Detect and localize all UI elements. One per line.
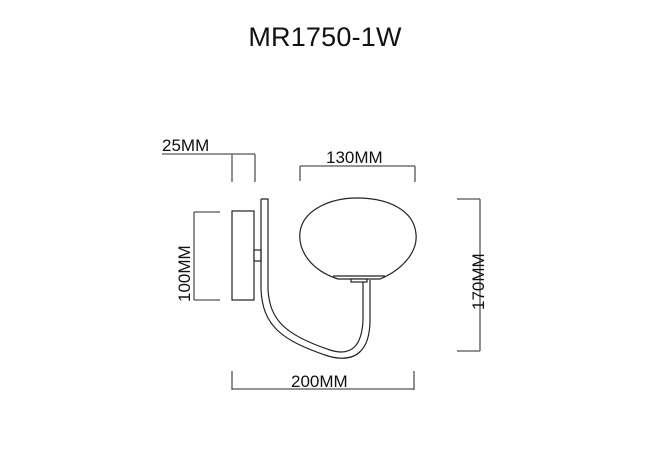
shade-holder xyxy=(350,278,368,283)
product-model-title: MR1750-1W xyxy=(248,22,402,52)
dimension-total-width-200mm: 200MM xyxy=(231,371,415,391)
wall-plate xyxy=(231,210,255,301)
lamp-shade xyxy=(299,197,417,283)
dimension-label-100mm: 100MM xyxy=(175,245,194,302)
dimension-total-height-170mm: 170MM xyxy=(457,198,488,352)
dimension-label-170mm: 170MM xyxy=(469,253,488,310)
dimension-label-25mm: 25MM xyxy=(162,136,209,155)
dimension-base-height-100mm: 100MM xyxy=(175,211,220,302)
dimension-label-130mm: 130MM xyxy=(326,148,383,167)
lamp-arm xyxy=(260,198,371,359)
dimension-label-200mm: 200MM xyxy=(291,372,348,391)
arm-connector xyxy=(253,249,262,262)
dimension-shade-width-130mm: 130MM xyxy=(299,148,416,182)
dimension-depth-25mm: 25MM xyxy=(162,136,256,182)
